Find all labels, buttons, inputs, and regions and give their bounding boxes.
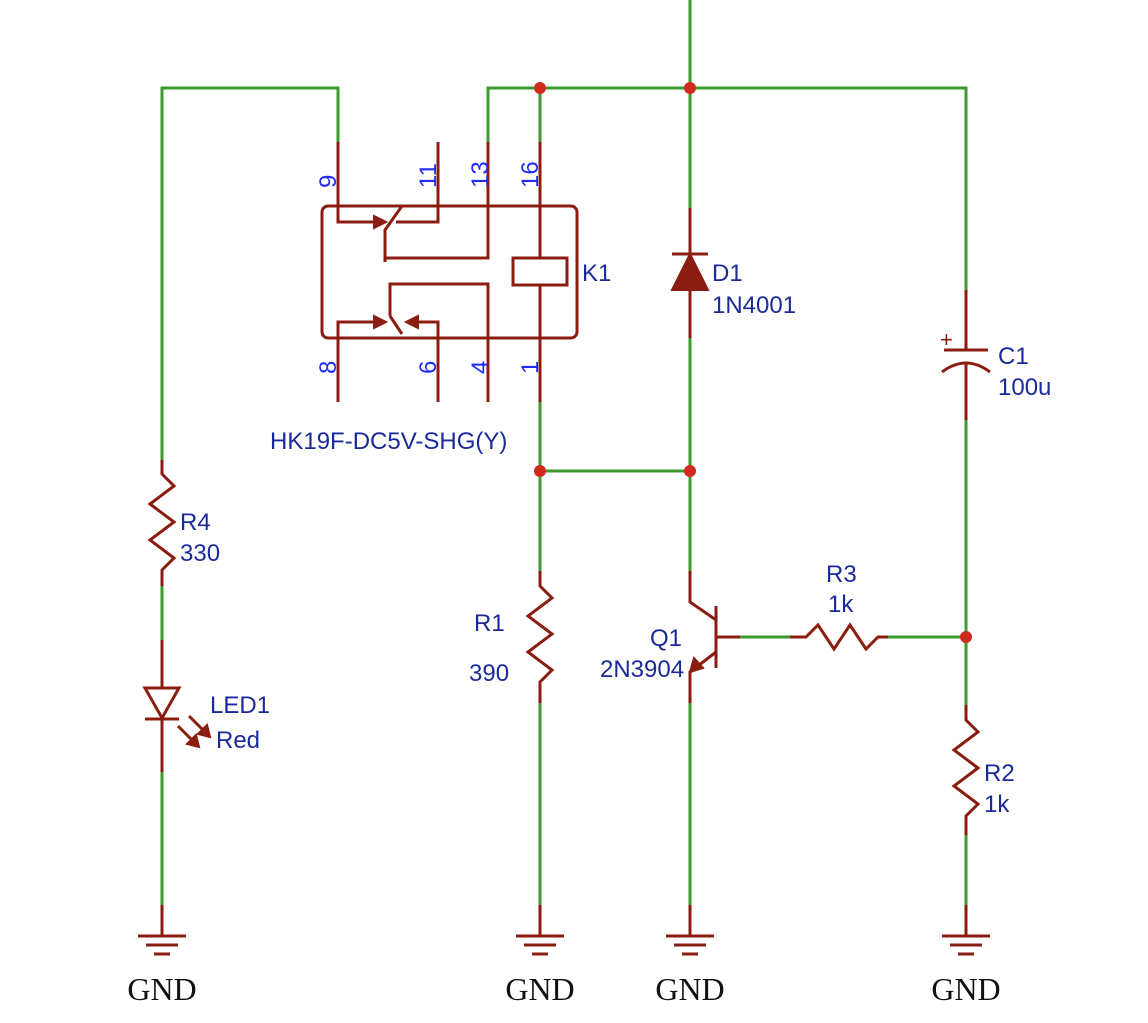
q1-value: 2N3904 bbox=[600, 656, 684, 683]
relay-pin-13-lead bbox=[385, 142, 490, 260]
ground-symbol-icon bbox=[666, 905, 714, 956]
r3-zigzag bbox=[790, 622, 888, 652]
junctions bbox=[534, 82, 972, 643]
relay-pin-label-11: 11 bbox=[415, 163, 442, 188]
r1-ref: R1 bbox=[474, 610, 505, 637]
relay-pin-label-13: 13 bbox=[467, 161, 494, 188]
diode-body bbox=[670, 251, 710, 291]
relay-pin-label-4: 4 bbox=[467, 361, 494, 374]
q1-emitter-arrow bbox=[688, 655, 705, 674]
relay-part-number: HK19F-DC5V-SHG(Y) bbox=[270, 428, 507, 455]
cap-value: 100u bbox=[998, 374, 1051, 401]
capacitor-c1: + C1 100u bbox=[940, 290, 1051, 420]
cap-ref: C1 bbox=[998, 343, 1029, 370]
relay-switch-lower bbox=[388, 315, 404, 335]
r2-zigzag bbox=[951, 705, 981, 835]
led-led1: LED1 Red bbox=[142, 640, 270, 772]
ground-3: GND bbox=[655, 905, 725, 1007]
led-ref: LED1 bbox=[210, 692, 270, 719]
junction-node-left bbox=[534, 465, 546, 477]
led-value: Red bbox=[216, 727, 260, 754]
ground-symbol-icon bbox=[942, 905, 990, 956]
r4-value: 330 bbox=[180, 540, 220, 567]
resistor-r4: R4 330 bbox=[147, 460, 220, 586]
relay-arrow-9 bbox=[373, 214, 389, 230]
transistor-q1: Q1 2N3904 bbox=[600, 571, 740, 703]
ground-2: GND bbox=[505, 905, 575, 1007]
r4-ref: R4 bbox=[180, 509, 211, 536]
ground-symbol-icon bbox=[516, 905, 564, 956]
relay-coil bbox=[511, 256, 569, 287]
r2-ref: R2 bbox=[984, 760, 1015, 787]
relay-pin-6-lead bbox=[410, 320, 440, 402]
junction-base-divider bbox=[960, 631, 972, 643]
relay-arrow-8 bbox=[373, 314, 389, 330]
led-emission-arrow-2 bbox=[196, 723, 212, 739]
relay-pin-label-8: 8 bbox=[315, 361, 342, 374]
wire-led-loop-top bbox=[160, 86, 340, 462]
ground-1: GND bbox=[127, 905, 197, 1007]
r3-value: 1k bbox=[828, 591, 854, 618]
resistor-r1: R1 390 bbox=[469, 571, 555, 703]
relay-body bbox=[320, 204, 579, 340]
relay-k1: 9 11 13 16 8 6 4 1 K1 HK19F-DC5V-SHG(Y) bbox=[270, 142, 611, 455]
cap-polarity-mark: + bbox=[940, 327, 953, 352]
r1-value: 390 bbox=[469, 660, 509, 687]
q1-collector bbox=[688, 571, 717, 622]
ground-4: GND bbox=[931, 905, 1001, 1007]
relay-pin-label-6: 6 bbox=[415, 361, 442, 374]
ground-label: GND bbox=[931, 971, 1000, 1007]
r4-zigzag bbox=[147, 460, 177, 586]
junction-rail-center bbox=[684, 82, 696, 94]
resistor-r3: R3 1k bbox=[790, 561, 888, 652]
relay-ref: K1 bbox=[582, 260, 611, 287]
led-emission-arrow-1 bbox=[185, 733, 201, 749]
diode-d1: D1 1N4001 bbox=[670, 208, 796, 338]
ground-label: GND bbox=[505, 971, 574, 1007]
relay-pin-label-1: 1 bbox=[517, 361, 544, 374]
junction-rail-left bbox=[534, 82, 546, 94]
relay-pin-label-9: 9 bbox=[315, 175, 342, 188]
relay-pin-9-lead bbox=[336, 142, 382, 224]
r3-ref: R3 bbox=[826, 561, 857, 588]
led-body bbox=[142, 686, 182, 722]
resistor-r2: R2 1k bbox=[951, 705, 1015, 835]
r2-value: 1k bbox=[984, 791, 1010, 818]
relay-pin-label-16: 16 bbox=[517, 161, 544, 188]
relay-pin-4-lead bbox=[388, 282, 490, 402]
r1-zigzag bbox=[525, 571, 555, 703]
ground-label: GND bbox=[127, 971, 196, 1007]
relay-switch-upper bbox=[383, 205, 404, 262]
ground-label: GND bbox=[655, 971, 724, 1007]
diode-value: 1N4001 bbox=[712, 292, 796, 319]
ground-symbol-icon bbox=[138, 905, 186, 956]
relay-arrow-6 bbox=[403, 314, 419, 330]
relay-pin-8-lead bbox=[336, 320, 382, 402]
junction-node-right bbox=[684, 465, 696, 477]
diode-ref: D1 bbox=[712, 260, 743, 287]
wires bbox=[160, 0, 968, 907]
q1-ref: Q1 bbox=[650, 625, 682, 652]
relay-pin-11-lead bbox=[396, 142, 440, 224]
